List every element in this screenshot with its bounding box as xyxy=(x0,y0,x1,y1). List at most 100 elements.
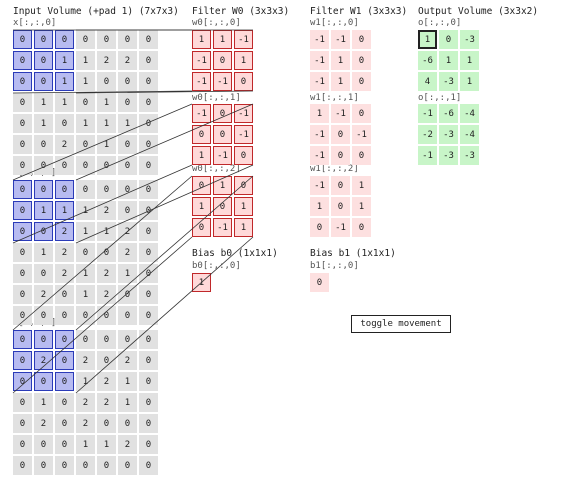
w1-cell: -1 xyxy=(331,218,350,237)
input-cell: 2 xyxy=(118,351,137,370)
w0-cell: 1 xyxy=(192,30,211,49)
w0-cell: 0 xyxy=(234,176,253,195)
w0-slice-0-label: w0[:,:,0] xyxy=(192,18,241,28)
w1-cell: 1 xyxy=(310,197,329,216)
input-cell: 2 xyxy=(118,222,137,241)
w1-cell: 0 xyxy=(310,218,329,237)
input-cell: 0 xyxy=(118,156,137,175)
w0-cell: 1 xyxy=(234,197,253,216)
input-cell: 0 xyxy=(139,180,158,199)
input-cell: 0 xyxy=(34,30,53,49)
input-cell: 0 xyxy=(13,264,32,283)
input-cell: 1 xyxy=(34,201,53,220)
input-cell: 0 xyxy=(76,456,95,475)
input-cell: 2 xyxy=(34,414,53,433)
input-cell: 0 xyxy=(139,330,158,349)
output-cell: -3 xyxy=(460,146,479,165)
input-cell: 1 xyxy=(97,93,116,112)
w0-cell: -1 xyxy=(213,146,232,165)
input-cell: 1 xyxy=(76,114,95,133)
filter-w1-title: Filter W1 (3x3x3) xyxy=(310,6,408,17)
input-cell: 0 xyxy=(139,72,158,91)
input-cell: 0 xyxy=(76,330,95,349)
input-cell: 0 xyxy=(34,264,53,283)
input-cell: 0 xyxy=(139,414,158,433)
input-cell: 0 xyxy=(139,285,158,304)
w0-cell: -1 xyxy=(213,72,232,91)
input-cell: 0 xyxy=(76,30,95,49)
input-cell: 0 xyxy=(13,285,32,304)
input-cell: 0 xyxy=(139,30,158,49)
output-cell: -3 xyxy=(439,72,458,91)
input-cell: 2 xyxy=(97,51,116,70)
w1-cell: 1 xyxy=(352,176,371,195)
output-slice-1: -1-6-4-2-3-4-1-3-3 xyxy=(418,104,479,165)
w0-cell: -1 xyxy=(234,104,253,123)
w0-cell: -1 xyxy=(192,104,211,123)
input-cell: 0 xyxy=(55,114,74,133)
input-volume-title: Input Volume (+pad 1) (7x7x3) xyxy=(13,6,179,17)
w0-cell: -1 xyxy=(192,51,211,70)
input-cell: 2 xyxy=(97,285,116,304)
w0-cell: 0 xyxy=(192,176,211,195)
input-cell: 0 xyxy=(97,351,116,370)
input-cell: 0 xyxy=(34,135,53,154)
bias-b0-label: b0[:,:,0] xyxy=(192,261,241,271)
input-cell: 1 xyxy=(97,222,116,241)
w1-cell: -1 xyxy=(310,51,329,70)
filter-w0-title: Filter W0 (3x3x3) xyxy=(192,6,290,17)
input-cell: 1 xyxy=(76,222,95,241)
input-cell: 0 xyxy=(34,435,53,454)
input-cell: 0 xyxy=(13,93,32,112)
w1-cell: -1 xyxy=(310,176,329,195)
w1-cell: -1 xyxy=(331,30,350,49)
w1-cell: -1 xyxy=(331,104,350,123)
input-cell: 0 xyxy=(55,351,74,370)
output-cell: -3 xyxy=(460,30,479,49)
w0-cell: 0 xyxy=(192,125,211,144)
w1-cell: -1 xyxy=(310,30,329,49)
w0-cell: 0 xyxy=(192,218,211,237)
input-cell: 0 xyxy=(34,372,53,391)
input-cell: 0 xyxy=(118,72,137,91)
input-cell: 0 xyxy=(97,330,116,349)
input-cell: 0 xyxy=(76,243,95,262)
input-cell: 0 xyxy=(34,456,53,475)
input-cell: 0 xyxy=(139,306,158,325)
output-cell: 1 xyxy=(439,51,458,70)
input-cell: 0 xyxy=(55,414,74,433)
input-cell: 0 xyxy=(13,435,32,454)
input-cell: 0 xyxy=(13,306,32,325)
w0-cell: 1 xyxy=(192,197,211,216)
w0-cell: 0 xyxy=(213,125,232,144)
input-cell: 0 xyxy=(34,72,53,91)
input-cell: 0 xyxy=(97,306,116,325)
w1-cell: -1 xyxy=(352,125,371,144)
input-cell: 0 xyxy=(139,93,158,112)
input-cell: 2 xyxy=(76,393,95,412)
toggle-movement-button[interactable]: toggle movement xyxy=(351,315,451,333)
input-cell: 2 xyxy=(97,393,116,412)
w0-cell: 1 xyxy=(213,176,232,195)
input-cell: 1 xyxy=(76,372,95,391)
input-cell: 0 xyxy=(13,180,32,199)
output-cell: 1 xyxy=(460,51,479,70)
w0-cell: -1 xyxy=(213,218,232,237)
input-cell: 0 xyxy=(13,222,32,241)
w0-cell: 1 xyxy=(234,51,253,70)
w0-cell: 1 xyxy=(234,218,253,237)
w1-cell: 0 xyxy=(352,104,371,123)
input-cell: 1 xyxy=(118,372,137,391)
input-cell: 0 xyxy=(55,156,74,175)
w0-cell: 0 xyxy=(234,72,253,91)
input-cell: 1 xyxy=(76,264,95,283)
output-cell: 1 xyxy=(460,72,479,91)
input-cell: 0 xyxy=(76,135,95,154)
input-cell: 0 xyxy=(139,135,158,154)
